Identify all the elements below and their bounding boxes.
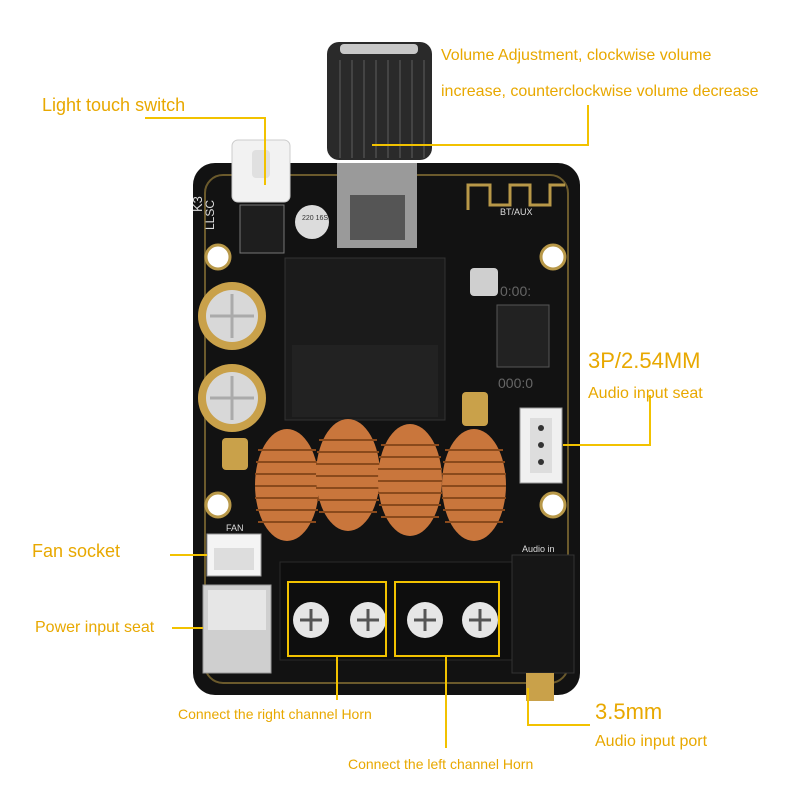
- inductor-coil: [316, 419, 380, 531]
- volume-annotation-line1: Volume Adjustment, clockwise volume: [441, 47, 712, 64]
- bt-chip: [496, 304, 550, 368]
- terminal-screw: [293, 602, 329, 638]
- left-channel-label: Connect the left channel Horn: [348, 756, 534, 772]
- mounting-hole: [539, 243, 567, 271]
- volume-knob-highlight: [340, 44, 418, 54]
- audio-jack-barrel: [526, 673, 554, 701]
- inductor-coil: [378, 424, 442, 536]
- audio-seat-label: Audio input seat: [588, 385, 703, 402]
- electrolytic-capacitor: [198, 364, 266, 432]
- silkscreen-chip-2: 000:0: [498, 375, 533, 391]
- mounting-hole: [204, 491, 232, 519]
- jack-label: Audio input port: [595, 733, 708, 750]
- volume-knob: [327, 42, 432, 160]
- silkscreen-cap: 220 16S: [302, 215, 328, 222]
- silkscreen-fan: FAN: [226, 523, 244, 533]
- silkscreen-audio-in: Audio in: [522, 544, 555, 554]
- terminal-screw: [407, 602, 443, 638]
- inductor-coil: [255, 429, 319, 541]
- small-capacitor: [295, 205, 329, 239]
- volume-annotation-line2: increase, counterclockwise volume decrea…: [441, 83, 759, 100]
- silkscreen-brand: LLSC: [203, 200, 217, 230]
- silkscreen-chip-1: 0:00:: [500, 283, 531, 299]
- crystal: [470, 268, 498, 296]
- silkscreen-model: K3: [190, 196, 205, 212]
- jack-title: 3.5mm: [595, 699, 663, 724]
- right-channel-label: Connect the right channel Horn: [178, 706, 372, 722]
- silkscreen-bt-aux: BT/AUX: [500, 207, 533, 217]
- light-touch-switch-label: Light touch switch: [42, 95, 186, 115]
- small-capacitor: [462, 392, 488, 426]
- mounting-hole: [539, 491, 567, 519]
- electrolytic-capacitor: [198, 282, 266, 350]
- terminal-screw: [350, 602, 386, 638]
- fan-socket-label: Fan socket: [32, 541, 121, 561]
- power-input-label: Power input seat: [35, 619, 155, 636]
- audio-jack-body: [511, 554, 575, 674]
- audio-seat-title: 3P/2.54MM: [588, 348, 701, 373]
- mounting-hole: [204, 243, 232, 271]
- inductor-coil: [442, 429, 506, 541]
- small-capacitor: [222, 438, 248, 470]
- annotation-leader-lines: [145, 105, 651, 748]
- terminal-screw: [462, 602, 498, 638]
- bt-antenna: [466, 183, 565, 210]
